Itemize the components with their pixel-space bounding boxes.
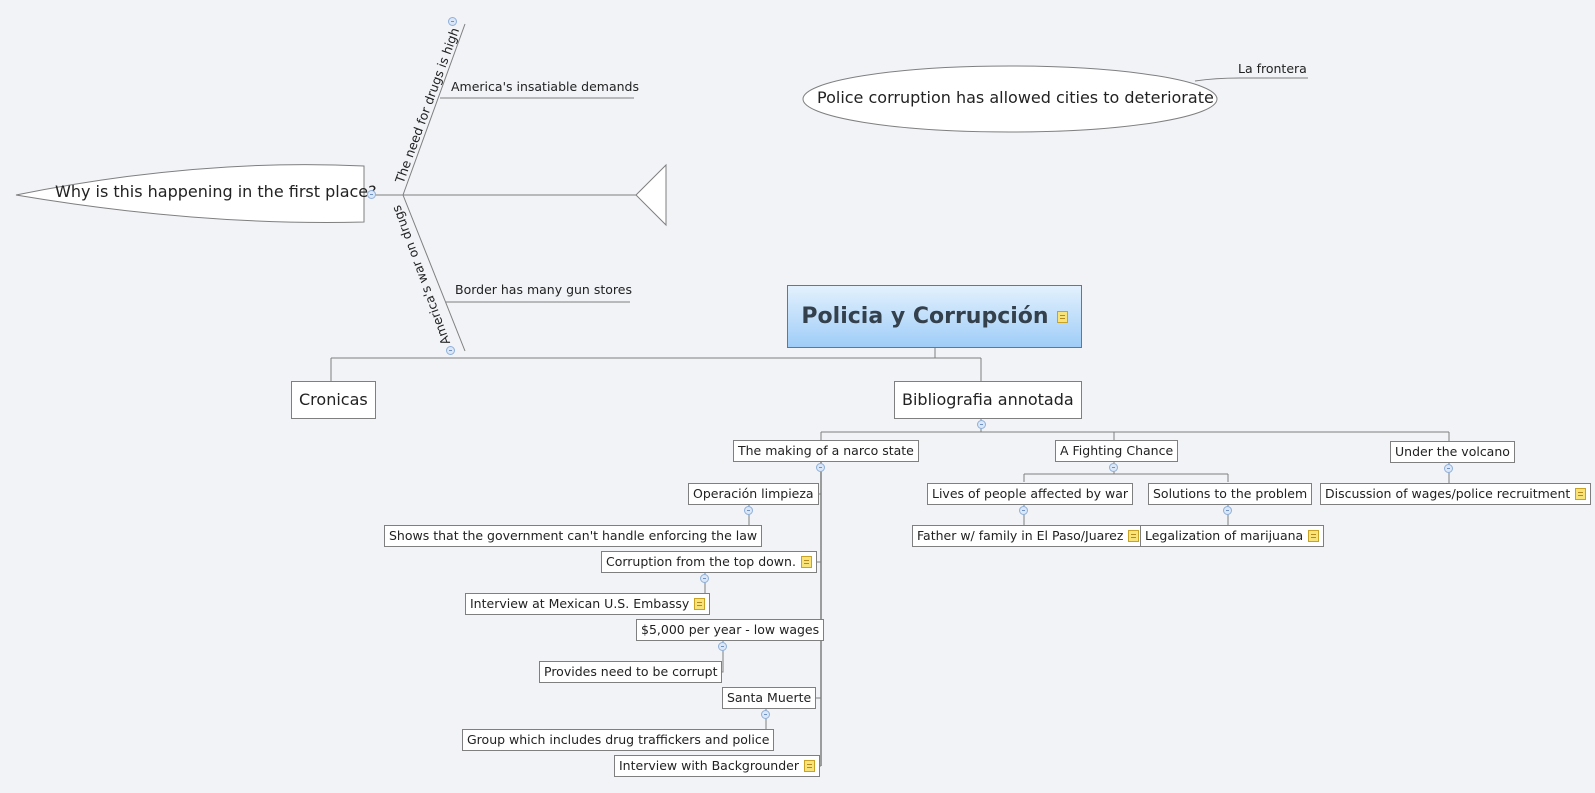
topic-label: Lives of people affected by war [932,486,1129,501]
collapse-toggle-icon[interactable] [977,420,986,429]
note-icon[interactable] [694,598,706,610]
topic-corruption-top-down[interactable]: Corruption from the top down. [601,551,817,573]
topic-label: Interview at Mexican U.S. Embassy [470,596,690,611]
topic-label: Father w/ family in El Paso/Juarez [917,528,1124,543]
note-icon[interactable] [800,556,812,568]
topic-cronicas[interactable]: Cronicas [291,381,376,419]
collapse-toggle-icon[interactable] [1019,506,1028,515]
central-topic[interactable]: Policia y Corrupción [787,285,1082,348]
collapse-toggle-icon[interactable] [367,190,376,199]
topic-legalization-marijuana[interactable]: Legalization of marijuana [1140,525,1325,547]
collapse-toggle-icon[interactable] [446,346,455,355]
topic-group-traffickers-police[interactable]: Group which includes drug traffickers an… [462,729,775,751]
collapse-toggle-icon[interactable] [1223,506,1232,515]
fishbone-sub-insatiable-demands[interactable]: America's insatiable demands [451,79,639,94]
topic-solutions-to-problem[interactable]: Solutions to the problem [1148,483,1313,505]
topic-label: Interview with Backgrounder [619,758,799,773]
note-icon[interactable] [804,760,815,772]
topic-label: Provides need to be corrupt [544,664,718,679]
topic-interview-embassy[interactable]: Interview at Mexican U.S. Embassy [465,593,711,615]
note-icon[interactable] [1308,530,1320,542]
collapse-toggle-icon[interactable] [718,642,727,651]
note-icon[interactable] [1128,530,1140,542]
topic-label: Legalization of marijuana [1145,528,1304,543]
collapse-toggle-icon[interactable] [816,463,825,472]
note-icon[interactable] [1056,310,1068,323]
topic-need-to-be-corrupt[interactable]: Provides need to be corrupt [539,661,723,683]
topic-label: The making of a narco state [738,443,914,458]
collapse-toggle-icon[interactable] [761,710,770,719]
callout-la-frontera[interactable]: La frontera [1238,61,1307,76]
topic-bibliografia-annotada[interactable]: Bibliografia annotada [894,381,1082,419]
ellipse-topic-police-corruption[interactable]: Police corruption has allowed cities to … [817,88,1214,107]
topic-label: $5,000 per year - low wages [641,622,820,637]
topic-wages-police-recruitment[interactable]: Discussion of wages/police recruitment [1320,483,1592,505]
topic-government-cant-enforce[interactable]: Shows that the government can't handle e… [384,525,763,547]
topic-label: Bibliografia annotada [902,390,1074,409]
collapse-toggle-icon[interactable] [1444,464,1453,473]
collapse-toggle-icon[interactable] [448,17,457,26]
topic-santa-muerte[interactable]: Santa Muerte [722,687,817,709]
topic-label: Under the volcano [1395,444,1510,459]
topic-label: Discussion of wages/police recruitment [1325,486,1571,501]
topic-lives-affected-by-war[interactable]: Lives of people affected by war [927,483,1134,505]
topic-a-fighting-chance[interactable]: A Fighting Chance [1055,440,1179,462]
topic-label: Solutions to the problem [1153,486,1308,501]
topic-interview-backgrounder[interactable]: Interview with Backgrounder [614,755,820,777]
fishbone-sub-gun-stores[interactable]: Border has many gun stores [455,282,632,297]
topic-low-wages[interactable]: $5,000 per year - low wages [636,619,825,641]
topic-label: Shows that the government can't handle e… [389,528,758,543]
collapse-toggle-icon[interactable] [744,506,753,515]
topic-label: A Fighting Chance [1060,443,1174,458]
central-topic-label: Policia y Corrupción [801,304,1049,329]
fishbone-bone-need-for-drugs[interactable]: The need for drugs is high [391,25,463,186]
topic-label: Santa Muerte [727,690,812,705]
collapse-toggle-icon[interactable] [1109,463,1118,472]
topic-label: Corruption from the top down. [606,554,796,569]
topic-label: Cronicas [299,390,368,409]
fishbone-head-topic[interactable]: Why is this happening in the first place… [55,182,377,201]
topic-label: Group which includes drug traffickers an… [467,732,770,747]
note-icon[interactable] [1575,488,1587,500]
topic-label: Operación limpieza [693,486,814,501]
topic-father-el-paso-juarez[interactable]: Father w/ family in El Paso/Juarez [912,525,1145,547]
topic-under-the-volcano[interactable]: Under the volcano [1390,441,1515,463]
collapse-toggle-icon[interactable] [700,574,709,583]
topic-operacion-limpieza[interactable]: Operación limpieza [688,483,819,505]
fishbone-bone-war-on-drugs[interactable]: America's war on drugs [388,203,454,348]
topic-making-of-narco-state[interactable]: The making of a narco state [733,440,919,462]
